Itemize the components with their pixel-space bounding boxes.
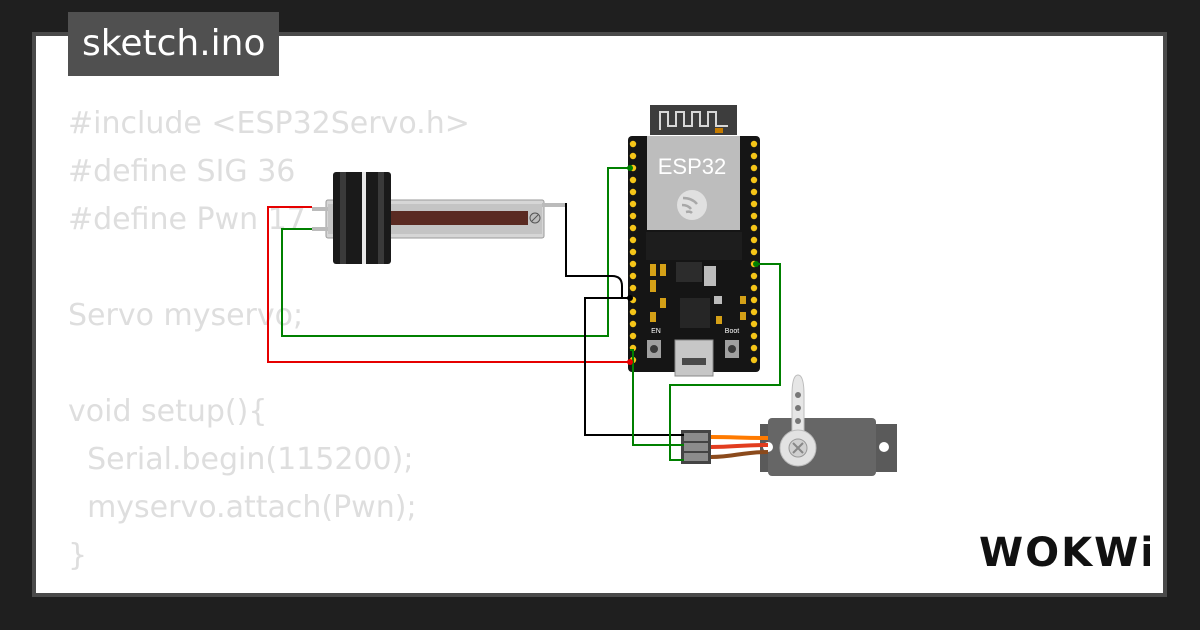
header-pin xyxy=(750,200,758,208)
header-pin xyxy=(750,140,758,148)
slide-potentiometer[interactable] xyxy=(312,172,566,264)
header-pin xyxy=(629,140,637,148)
wokwi-logo-text: WOKWi xyxy=(979,530,1150,576)
wire-ground xyxy=(565,203,630,299)
esp32-board[interactable]: ESP32 EN Boot xyxy=(628,105,760,377)
servo-motor[interactable] xyxy=(760,374,897,476)
preview-card xyxy=(32,32,1167,597)
espressif-logo-icon xyxy=(677,190,707,220)
header-pin xyxy=(750,308,758,316)
wires xyxy=(267,167,781,461)
header-pin xyxy=(750,320,758,328)
header-pin xyxy=(750,152,758,160)
header-pin xyxy=(750,224,758,232)
code-line: } xyxy=(68,538,88,573)
header-pin xyxy=(750,296,758,304)
header-pin xyxy=(629,212,637,220)
code-line: #include <ESP32Servo.h> xyxy=(68,106,470,141)
header-pin xyxy=(750,344,758,352)
screw-icon xyxy=(792,442,804,454)
header-pin xyxy=(629,224,637,232)
header-pin xyxy=(629,152,637,160)
wire-power-servo xyxy=(630,349,684,446)
servo-connector xyxy=(681,430,711,464)
header-pin xyxy=(629,236,637,244)
esp32-label: ESP32 xyxy=(658,154,727,179)
slider-knob[interactable] xyxy=(333,172,391,264)
wokwi-logo: WOKWi xyxy=(979,530,1150,576)
code-line: myservo.attach(Pwn); xyxy=(68,490,417,525)
header-pin xyxy=(750,284,758,292)
wire-power xyxy=(267,206,630,363)
header-pin xyxy=(629,188,637,196)
boot-button[interactable] xyxy=(725,340,739,358)
boot-button-label: Boot xyxy=(725,328,739,335)
header-pin xyxy=(629,284,637,292)
header-pin xyxy=(750,272,758,280)
right-header-pins xyxy=(750,140,758,364)
header-pin xyxy=(750,248,758,256)
header-pin xyxy=(750,332,758,340)
header-pin xyxy=(629,272,637,280)
code-line: void loop(){ xyxy=(68,580,628,590)
header-pin xyxy=(750,236,758,244)
header-pin xyxy=(629,200,637,208)
header-pin xyxy=(629,332,637,340)
header-pin xyxy=(629,248,637,256)
left-header-pins xyxy=(629,140,637,364)
header-pin xyxy=(750,176,758,184)
header-pin xyxy=(629,260,637,268)
wire-signal-servo xyxy=(669,263,781,461)
code-line: Serial.begin(115200); xyxy=(68,442,414,477)
code-preview: #include <ESP32Servo.h> #define SIG 36 #… xyxy=(68,100,628,590)
code-line: void setup(){ xyxy=(68,394,268,429)
usb-chip xyxy=(680,298,710,328)
header-pin xyxy=(629,176,637,184)
wire-endpoints xyxy=(627,165,759,365)
header-pin xyxy=(750,356,758,364)
code-line: Servo myservo; xyxy=(68,298,304,333)
code-line: #define SIG 36 xyxy=(68,154,296,189)
servo-cable xyxy=(710,435,769,459)
header-pin xyxy=(750,212,758,220)
en-button-label: EN xyxy=(651,328,661,335)
wifi-antenna xyxy=(650,105,737,135)
wire-signal xyxy=(281,167,630,337)
micro-usb-port xyxy=(674,339,714,377)
header-pin xyxy=(750,164,758,172)
header-pin xyxy=(629,308,637,316)
wire-ground-servo xyxy=(584,297,684,436)
header-pin xyxy=(750,188,758,196)
code-line: #define Pwn 17 xyxy=(68,202,306,237)
en-button[interactable] xyxy=(647,340,661,358)
header-pin xyxy=(629,320,637,328)
sketch-filename-label: sketch.ino xyxy=(68,12,280,76)
